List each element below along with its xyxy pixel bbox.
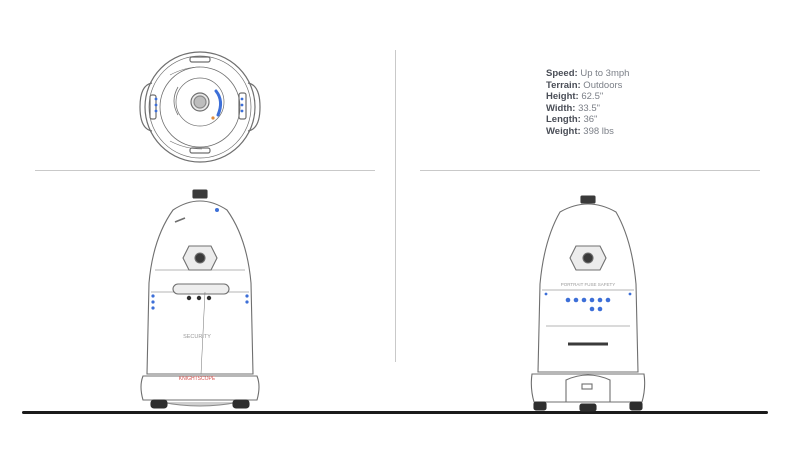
spec-label: Height: [546,91,579,103]
robot-front-view: PORTRAIT FUSE SAFETY [530,195,646,412]
front-panel-text: PORTRAIT FUSE SAFETY [561,282,616,287]
spec-list: Speed: Up to 3mph Terrain: Outdoors Heig… [546,68,629,138]
robot-side-view: SECURITY KNIGHTSCOPE [140,189,260,409]
spec-label: Speed: [546,68,578,79]
spec-length: Length: 36" [546,114,629,126]
spec-value: 398 lbs [580,125,614,137]
horizontal-divider-right [420,170,760,171]
spec-speed: Speed: Up to 3mph [546,68,629,80]
spec-value: 36" [580,114,598,126]
horizontal-divider-left [35,170,375,171]
spec-value: 33.5" [575,102,600,114]
spec-weight: Weight: 398 lbs [546,126,629,138]
robot-top-view [139,51,261,163]
spec-value: Up to 3mph [577,68,630,79]
spec-value: Outdoors [580,79,623,91]
side-logo-text: KNIGHTSCOPE [179,376,216,382]
spec-width: Width: 33.5" [546,103,629,115]
spec-label: Terrain: [546,79,581,91]
spec-label: Length: [546,114,581,126]
spec-height: Height: 62.5" [546,91,629,103]
side-body-text: SECURITY [183,334,211,340]
spec-label: Weight: [546,125,581,137]
spec-terrain: Terrain: Outdoors [546,80,629,92]
spec-value: 62.5" [578,91,604,103]
vertical-divider [395,50,396,362]
spec-label: Width: [546,102,576,114]
ground-line [22,411,768,414]
